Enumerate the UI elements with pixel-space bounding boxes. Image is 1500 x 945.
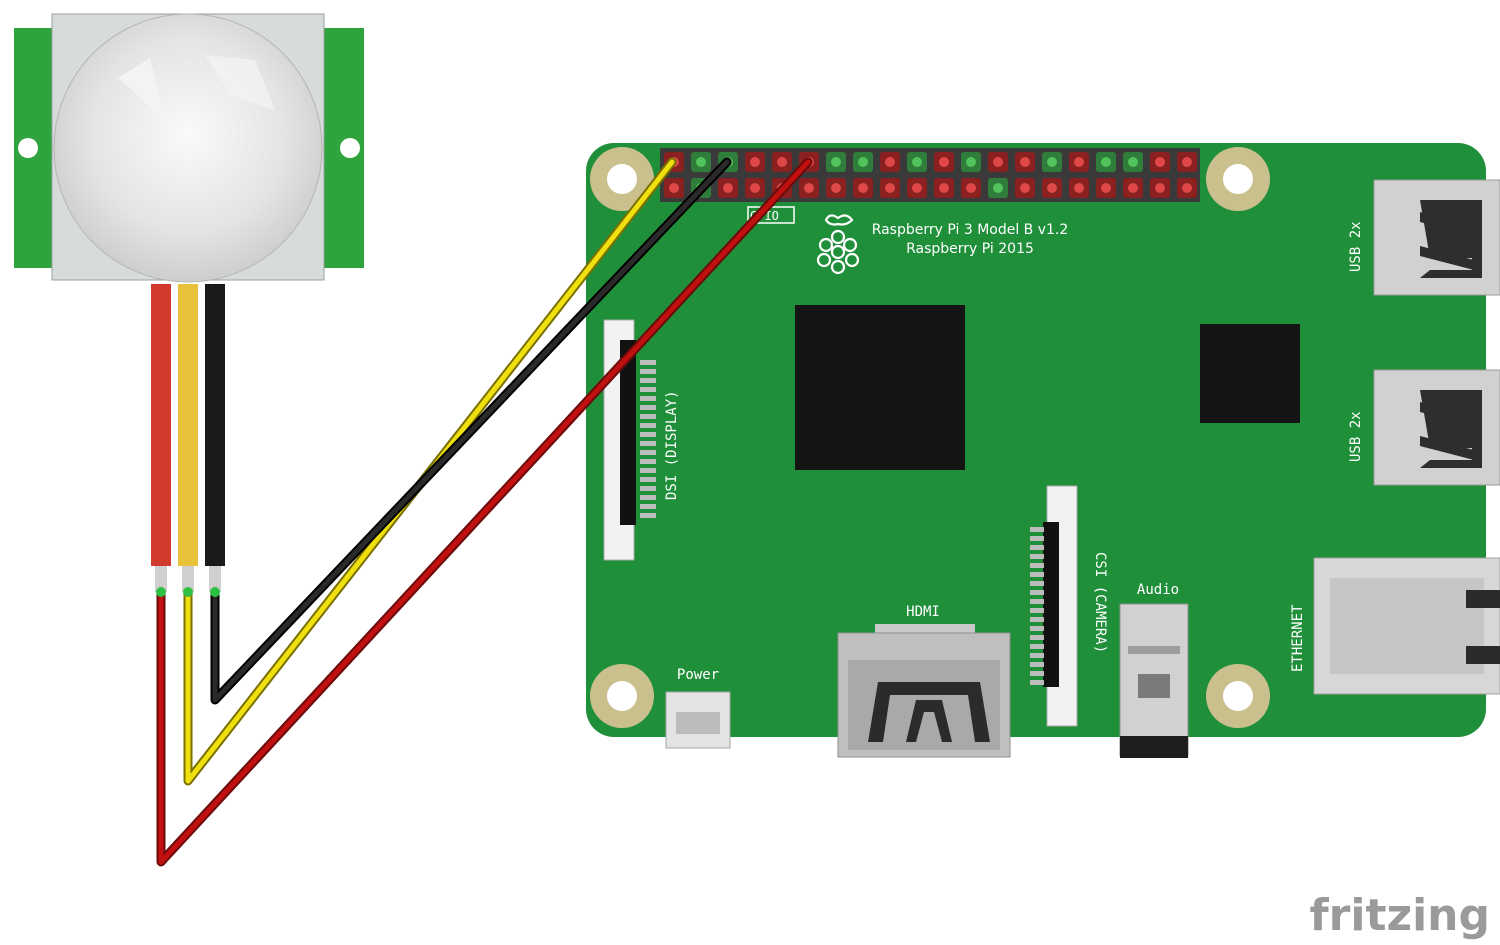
gpio-pin	[961, 152, 981, 172]
wires	[156, 157, 813, 867]
mounting-hole-center	[1223, 681, 1253, 711]
gpio-pin	[853, 178, 873, 198]
gpio-pin	[745, 152, 765, 172]
raspberry-pi-board: GPIO Raspberry Pi 3 Model B v1.2 Raspber…	[586, 143, 1500, 758]
gpio-pin	[961, 178, 981, 198]
hdmi-port	[837, 624, 1011, 758]
wire-endpoints	[156, 587, 220, 597]
sensor-pin-out	[182, 566, 194, 592]
mounting-hole-left	[18, 138, 38, 158]
gpio-pin	[718, 178, 738, 198]
usb-top-label: USB 2x	[1348, 221, 1364, 272]
gpio-pin	[988, 152, 1008, 172]
power-port	[665, 691, 731, 749]
gpio-pin	[691, 152, 711, 172]
hdmi-label: HDMI	[906, 604, 940, 620]
lens-highlight-left	[118, 58, 165, 120]
mounting-hole-center	[607, 681, 637, 711]
raspberry-logo	[816, 214, 860, 275]
audio-jack	[1119, 603, 1189, 758]
gpio-pin	[1015, 152, 1035, 172]
gpio-pin	[826, 178, 846, 198]
gpio-pin	[1069, 152, 1089, 172]
gpio-pin	[1177, 152, 1197, 172]
gpio-pin	[1069, 178, 1089, 198]
gpio-pin	[1096, 178, 1116, 198]
mounting-holes	[590, 147, 1270, 728]
audio-label: Audio	[1137, 582, 1179, 598]
gpio-pin	[745, 178, 765, 198]
soc-chip	[795, 305, 965, 470]
board-model-label: Raspberry Pi 3 Model B v1.2	[872, 222, 1069, 238]
gpio-pin	[826, 152, 846, 172]
gpio-pin	[1177, 178, 1197, 198]
gpio-pin	[664, 178, 684, 198]
usb-port-top	[1373, 179, 1500, 296]
gpio-pin	[1150, 178, 1170, 198]
mounting-hole-center	[1223, 164, 1253, 194]
signal-wire-core	[185, 159, 675, 784]
ethernet-port	[1313, 557, 1500, 695]
lan-chip	[1200, 324, 1300, 423]
gpio-pin	[1150, 152, 1170, 172]
gpio-pin	[934, 152, 954, 172]
pir-lens-dome	[53, 13, 323, 283]
sensor-pin-vcc	[155, 566, 167, 592]
mounting-hole-right	[340, 138, 360, 158]
gpio-pin	[1096, 152, 1116, 172]
power-label: Power	[677, 667, 719, 683]
usb-bottom-label: USB 2x	[1348, 411, 1364, 462]
gpio-pin	[1123, 178, 1143, 198]
lens-highlight-right	[205, 55, 275, 110]
dsi-label: DSI (DISPLAY)	[664, 390, 680, 500]
gpio-pin	[1042, 178, 1062, 198]
ground-wire-core	[212, 159, 730, 703]
gpio-pin	[988, 178, 1008, 198]
gpio-pin	[799, 178, 819, 198]
csi-label: CSI (CAMERA)	[1092, 552, 1108, 653]
power-wire-core	[158, 159, 811, 865]
gpio-pin	[1123, 152, 1143, 172]
gpio-pin	[907, 152, 927, 172]
gpio-pin	[772, 152, 792, 172]
sensor-pin-gnd	[209, 566, 221, 592]
fritzing-watermark: fritzing	[1310, 890, 1490, 941]
sensor-lead-gnd	[205, 284, 225, 566]
gpio-pin	[907, 178, 927, 198]
gpio-pin	[880, 178, 900, 198]
csi-connector	[1030, 485, 1078, 727]
mounting-hole-center	[607, 164, 637, 194]
gpio-pin	[1015, 178, 1035, 198]
sensor-lead-vcc	[151, 284, 171, 566]
gpio-pin	[934, 178, 954, 198]
gpio-pin	[853, 152, 873, 172]
pir-sensor	[14, 13, 364, 592]
usb-port-bottom	[1373, 369, 1500, 486]
raspberry-pi-pcb	[586, 143, 1486, 737]
board-copyright-label: Raspberry Pi 2015	[906, 241, 1034, 257]
gpio-pin	[1042, 152, 1062, 172]
sensor-lead-out	[178, 284, 198, 566]
gpio-header	[660, 148, 1200, 202]
ethernet-label: ETHERNET	[1290, 604, 1306, 672]
gpio-pin	[880, 152, 900, 172]
